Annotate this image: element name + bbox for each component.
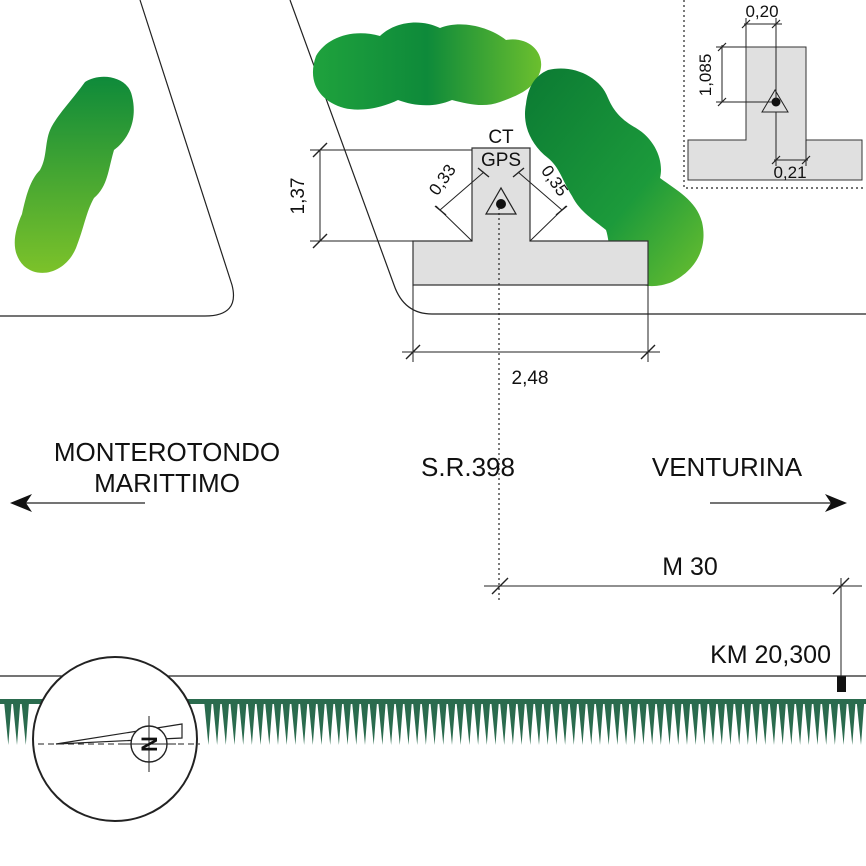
dim-height-tick-top (312, 142, 328, 158)
dim-offset-left-line (439, 171, 485, 211)
benchmark-triangle (484, 186, 518, 215)
arrow-left-head (10, 494, 32, 512)
tree-right (524, 68, 704, 287)
arrow-right-head (825, 494, 847, 512)
dim-height-tick-bottom (312, 233, 328, 249)
inset-dim-top-label: 0,20 (745, 2, 778, 21)
km-marker-post (837, 676, 846, 692)
dim-width-label: 2,48 (512, 368, 549, 389)
road-edge-left (0, 0, 234, 317)
inset-benchmark-triangle (761, 89, 789, 113)
benchmark-point (496, 199, 506, 209)
inset-dim-height-tick-top (717, 42, 727, 52)
dim-distance-tick-left (491, 577, 509, 595)
dim-height-label: 1,37 (288, 178, 309, 215)
town-left-line2: MARITTIMO (94, 468, 240, 498)
km-marker-label: KM 20,300 (710, 641, 831, 669)
inset-dim-top-tick-a (741, 19, 751, 29)
dim-offset-right-line (517, 171, 563, 211)
gps-label: GPS (481, 150, 521, 171)
distance-label: M 30 (662, 553, 718, 581)
tree-top (312, 22, 542, 110)
dim-width-tick-left (405, 344, 421, 360)
town-right: VENTURINA (652, 452, 803, 482)
hedge-spikes (4, 701, 865, 745)
dim-width-tick-right (640, 344, 656, 360)
inset-benchmark-point (771, 97, 781, 107)
inset-dim-bottom-tick-a (771, 155, 781, 165)
hedge-strip (0, 699, 866, 745)
dim-offset-right-tick-a (512, 167, 525, 178)
inset-dim-height-label: 1,085 (696, 54, 715, 97)
north-compass: N (32, 656, 200, 822)
tree-left (14, 76, 134, 273)
inset-dim-bottom-tick-b (801, 155, 811, 165)
inset-dim-height-tick-bottom (717, 97, 727, 107)
road-edge-right (289, 0, 866, 315)
ct-label: CT (488, 127, 514, 148)
inset-dim-bottom-label: 0,21 (773, 163, 806, 182)
dim-offset-left-label: 0,33 (425, 161, 460, 199)
inset-dim-top-tick-b (771, 19, 781, 29)
north-label: N (137, 736, 162, 752)
dim-offset-left-tick-b (477, 167, 490, 178)
dim-offset-left-tick-a (434, 205, 447, 216)
road-label: S.R.398 (421, 452, 515, 482)
town-left-line1: MONTEROTONDO (54, 437, 280, 467)
dim-offset-right-tick-b (555, 205, 568, 216)
